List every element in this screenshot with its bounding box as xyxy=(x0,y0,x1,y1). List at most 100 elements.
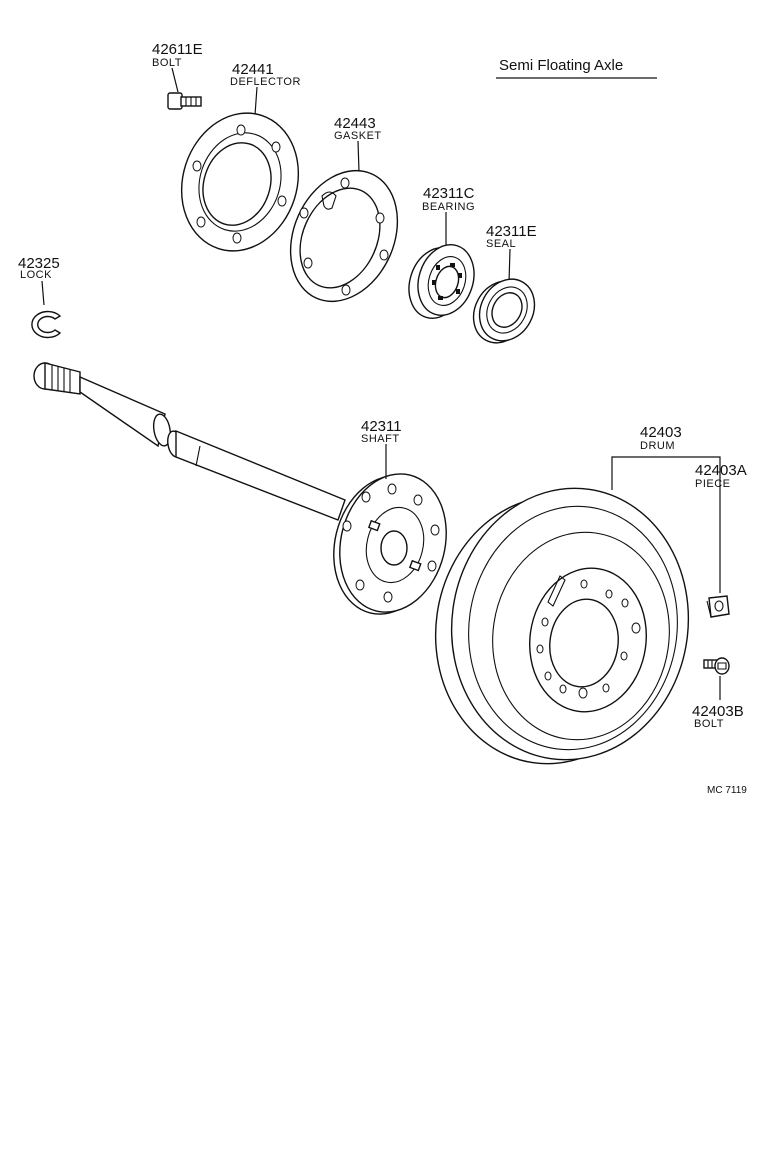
drum-rim-groove xyxy=(468,505,678,751)
flange-hub-ring xyxy=(365,506,425,584)
bearing-roller xyxy=(436,265,440,270)
leader-line-42611e xyxy=(171,67,179,93)
bearing-roller xyxy=(450,263,455,267)
flange-stud-square xyxy=(408,559,422,572)
piece-clip-edge xyxy=(706,600,712,618)
part-name-bearing: BEARING xyxy=(422,201,475,213)
part-number-42403b: 42403B xyxy=(692,703,744,720)
brake-drum-drawing xyxy=(434,487,690,765)
flange-hole xyxy=(361,491,371,503)
flange-hole xyxy=(342,520,352,532)
drum-hole xyxy=(580,579,588,589)
part-number-42403a: 42403A xyxy=(695,462,747,479)
part-label-42311e: 42311E SEAL xyxy=(486,223,537,250)
deflector-inner-rim xyxy=(198,132,282,232)
deflector-hole xyxy=(271,141,281,153)
piece-42403a-drawing xyxy=(706,595,730,618)
flange-stud-square xyxy=(367,519,381,532)
axle-flange-drawing xyxy=(333,473,447,615)
deflector-hole xyxy=(236,124,246,136)
drum-hole xyxy=(578,687,588,699)
part-name-gasket: GASKET xyxy=(334,130,382,142)
flange-center-bore xyxy=(380,530,408,566)
leader-line-42311e xyxy=(508,248,511,284)
part-label-42611e: 42611E BOLT xyxy=(152,41,203,69)
part-label-42441: 42441 DEFLECTOR xyxy=(230,61,301,88)
seal-lip xyxy=(486,286,528,334)
gasket-hole xyxy=(299,207,309,219)
bolt-head xyxy=(167,92,183,110)
flange-hole xyxy=(383,591,393,603)
drum-hole xyxy=(620,651,628,661)
part-number-42311: 42311 xyxy=(361,418,402,435)
drum-bolt-head xyxy=(714,657,730,675)
part-name-seal: SEAL xyxy=(486,238,516,250)
bearing-roller xyxy=(456,289,460,294)
drum-face-outer xyxy=(492,531,670,741)
piece-clip-hole xyxy=(714,600,724,612)
shaft-spline-section xyxy=(44,362,81,395)
drum-bolt-42403b-drawing xyxy=(703,657,730,675)
drum-hole xyxy=(559,684,567,694)
part-label-42403b: 42403B BOLT xyxy=(692,703,744,730)
shaft-step-line xyxy=(195,445,201,467)
part-name-lock: LOCK xyxy=(20,269,52,281)
part-number-42441: 42441 xyxy=(232,61,274,78)
bearing-roller xyxy=(438,296,443,300)
diagram-title-group: Semi Floating Axle xyxy=(496,57,657,79)
leader-line-42403-bracket xyxy=(611,456,721,593)
deflector-hole xyxy=(232,232,242,244)
shaft-break-end xyxy=(152,413,172,447)
part-number-42443: 42443 xyxy=(334,115,376,132)
gasket-drawing xyxy=(289,169,399,303)
leader-line-42325 xyxy=(41,280,45,306)
drum-hole xyxy=(536,644,544,654)
part-label-42311: 42311 SHAFT xyxy=(361,418,402,445)
part-name-deflector: DEFLECTOR xyxy=(230,76,301,88)
drum-bolt-head-hex xyxy=(717,662,727,670)
shaft-body-outer xyxy=(175,429,346,521)
flange-hole xyxy=(427,560,437,572)
part-number-42325: 42325 xyxy=(18,255,60,272)
lock-drawing xyxy=(31,310,62,339)
shaft-body-inner xyxy=(79,375,166,448)
flange-hole xyxy=(387,483,397,495)
part-label-42311c: 42311C BEARING xyxy=(422,185,475,213)
flange-hole xyxy=(355,579,365,591)
part-number-42311c: 42311C xyxy=(423,185,475,202)
leader-line-42441 xyxy=(254,86,258,116)
drum-hole xyxy=(605,589,613,599)
flange-hole xyxy=(430,524,440,536)
gasket-hole xyxy=(340,177,350,189)
deflector-hole xyxy=(192,160,202,172)
gasket-hole xyxy=(375,212,385,224)
lock-clip xyxy=(31,310,62,339)
gasket-hole xyxy=(303,257,313,269)
drum-center-bore xyxy=(549,598,619,688)
part-name-piece: PIECE xyxy=(695,478,731,490)
gasket-notch xyxy=(321,191,337,210)
drum-hole xyxy=(544,671,552,681)
deflector-hole xyxy=(277,195,287,207)
leader-line-42443 xyxy=(357,140,360,173)
bearing-roller xyxy=(458,273,462,278)
bearing-race xyxy=(427,256,467,306)
part-name-bolt-42611e: BOLT xyxy=(152,57,182,69)
axle-shaft-drawing xyxy=(33,362,346,521)
gasket-hole xyxy=(379,249,389,261)
part-number-42611e: 42611E xyxy=(152,41,203,58)
diagram-code: MC 7119 xyxy=(707,785,747,796)
drum-hole xyxy=(631,622,641,634)
flange-hole xyxy=(413,494,423,506)
gasket-hole xyxy=(341,284,351,296)
part-label-42403a: 42403A PIECE xyxy=(695,462,747,490)
deflector-center-hole xyxy=(202,142,272,226)
diagram-title: Semi Floating Axle xyxy=(499,57,623,74)
deflector-hole xyxy=(196,216,206,228)
gasket-center-hole xyxy=(299,187,381,289)
bearing-roller xyxy=(432,280,436,285)
piece-clip xyxy=(708,595,730,618)
drum-hole xyxy=(602,683,610,693)
part-number-42311e: 42311E xyxy=(486,223,537,240)
